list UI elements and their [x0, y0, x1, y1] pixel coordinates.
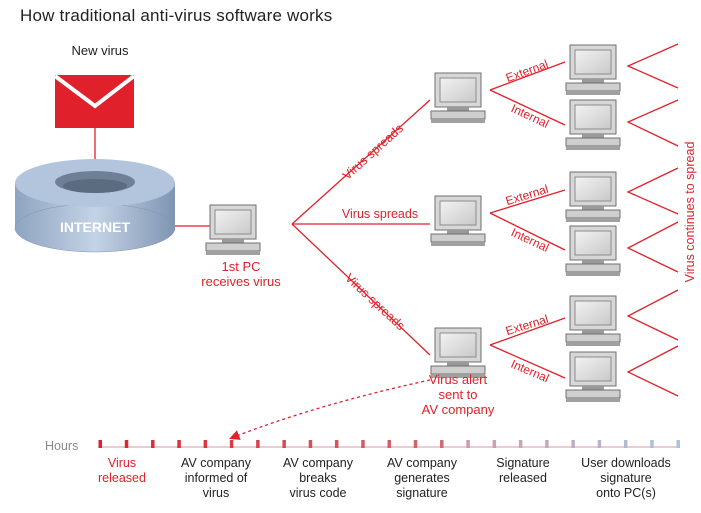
- timeline-stage-label: AV company generates signature: [387, 456, 457, 500]
- external-line-2: [489, 189, 566, 214]
- internal-line-3: [489, 344, 566, 379]
- new-virus-label: New virus: [71, 43, 129, 58]
- external-line-3: [489, 317, 566, 346]
- hours-axis-label: Hours: [45, 439, 79, 453]
- external-line-1: [489, 61, 566, 91]
- pc-bottom-computer-icon: [430, 327, 486, 378]
- timeline-tick: [466, 440, 470, 448]
- timeline-tick: [177, 440, 181, 448]
- pc-bottom-internal-computer-icon: [565, 351, 621, 402]
- alert-arrow: [229, 379, 431, 440]
- fan-2a: [626, 167, 679, 215]
- timeline-tick: [203, 440, 208, 448]
- internal-line-1: [489, 89, 566, 126]
- timeline-tick: [256, 440, 260, 448]
- timeline-tick: [282, 440, 286, 448]
- page-title: How traditional anti-virus software work…: [20, 6, 333, 25]
- pc-mid-internal-computer-icon: [565, 225, 621, 276]
- virus-spreads-mid-label: Virus spreads: [341, 207, 419, 221]
- timeline-tick: [597, 440, 602, 448]
- pc-top-computer-icon: [430, 72, 486, 123]
- fan-1b: [626, 99, 679, 147]
- timeline-tick: [623, 440, 628, 448]
- timeline-tick: [676, 440, 680, 448]
- timeline-tick: [518, 440, 523, 448]
- timeline-tick: [334, 440, 339, 448]
- timeline-tick: [361, 440, 365, 448]
- pc-top-internal-computer-icon: [565, 99, 621, 150]
- timeline-tick: [124, 440, 129, 448]
- timeline-tick: [98, 440, 102, 448]
- first-pc-label: 1st PC receives virus: [201, 259, 281, 289]
- timeline-stage-label: AV company informed of virus: [181, 456, 251, 500]
- timeline-tick: [308, 440, 313, 448]
- envelope-icon: [53, 74, 136, 128]
- timeline-tick: [571, 440, 575, 448]
- virus-alert-label: Virus alert sent to AV company: [421, 372, 495, 417]
- first-pc-computer-icon: [205, 204, 261, 255]
- fan-2b: [626, 221, 679, 273]
- internet-label: INTERNET: [60, 219, 130, 235]
- timeline-tick: [440, 440, 444, 448]
- pc-mid-computer-icon: [430, 195, 486, 246]
- timeline-tick: [492, 440, 497, 448]
- timeline-tick: [229, 440, 234, 448]
- pc-mid-external-computer-icon: [565, 171, 621, 222]
- timeline-tick: [387, 440, 391, 448]
- internet-ring-icon: [14, 159, 176, 253]
- spread-line-bot: [291, 223, 431, 356]
- fan-3b: [626, 345, 679, 397]
- timeline-stage-label: User downloads signature onto PC(s): [581, 456, 671, 500]
- virus-continues-label: Virus continues to spread: [683, 141, 697, 283]
- timeline-tick: [413, 440, 418, 448]
- pc-bottom-external-computer-icon: [565, 295, 621, 346]
- timeline-axis: [98, 440, 680, 448]
- fan-1a: [626, 43, 679, 89]
- fan-3a: [626, 289, 679, 341]
- pc-top-external-computer-icon: [565, 44, 621, 95]
- timeline-tick: [545, 440, 549, 448]
- timeline-tick: [650, 440, 654, 448]
- spread-line-top: [291, 99, 431, 225]
- computers: [205, 44, 621, 402]
- timeline-stage-label: Virus released: [98, 456, 146, 485]
- internal-line-2: [489, 212, 566, 251]
- timeline-stage-label: AV company breaks virus code: [283, 456, 353, 500]
- connection-lines: [94, 43, 679, 440]
- timeline-tick: [151, 440, 155, 448]
- timeline-stage-label: Signature released: [496, 456, 550, 485]
